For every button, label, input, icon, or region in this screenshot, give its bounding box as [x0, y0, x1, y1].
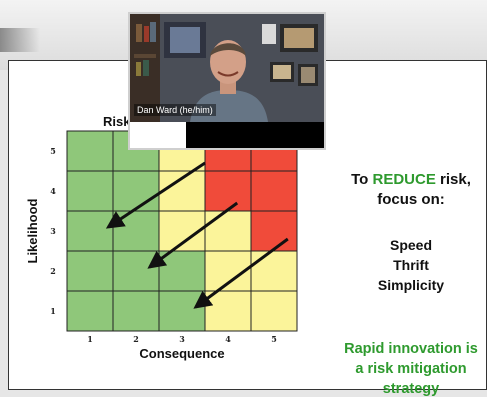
background-shadow: [0, 28, 40, 52]
matrix-cell: [66, 210, 114, 252]
matrix-cell: [112, 290, 160, 332]
matrix-cell: [204, 210, 252, 252]
y-tick-label: 5: [50, 146, 56, 156]
x-tick-label: 3: [179, 334, 185, 344]
conclusion-line-3: strategy: [382, 381, 440, 397]
reduce-word: REDUCE: [372, 171, 436, 188]
matrix-cell: [66, 250, 114, 292]
x-tick-label: 1: [87, 334, 93, 344]
focus-word-thrift: Thrift: [393, 257, 429, 273]
y-axis-label: Likelihood: [25, 198, 40, 263]
participant-name: Dan Ward (he/him): [134, 104, 216, 116]
x-tick-label: 4: [225, 334, 231, 344]
chart-title: Risk: [103, 114, 131, 129]
matrix-cell: [250, 250, 298, 292]
matrix-cell: [112, 170, 160, 212]
risk-reduction-arrow: [193, 237, 289, 309]
matrix-cell: [204, 170, 252, 212]
matrix-cell: [158, 290, 206, 332]
matrix-cell: [250, 210, 298, 252]
y-tick-label: 2: [50, 266, 56, 276]
x-tick-label: 2: [133, 334, 139, 344]
video-tile[interactable]: Dan Ward (he/him): [128, 12, 326, 150]
x-tick-label: 5: [271, 334, 277, 344]
x-axis-label: Consequence: [139, 346, 224, 361]
matrix-cell: [66, 290, 114, 332]
matrix-cell: [66, 170, 114, 212]
conclusion-line-2: a risk mitigation: [355, 361, 467, 377]
reduce-risk-line: To REDUCE risk,: [327, 171, 487, 188]
reduce-prefix: To: [351, 171, 373, 188]
risk-reduction-arrow: [105, 161, 206, 229]
matrix-cell: [250, 170, 298, 212]
focus-on-line: focus on:: [377, 191, 445, 208]
matrix-cell: [204, 290, 252, 332]
focus-word-speed: Speed: [389, 237, 432, 253]
y-tick-label: 3: [50, 226, 56, 236]
y-tick-label: 4: [50, 186, 56, 196]
y-tick-label: 1: [50, 306, 56, 316]
focus-word-simplicity: Simplicity: [377, 277, 445, 293]
video-feed: [130, 14, 324, 148]
reduce-suffix: risk,: [435, 171, 471, 188]
matrix-cell: [66, 130, 114, 172]
matrix-cell: [250, 290, 298, 332]
risk-reduction-arrow: [147, 201, 239, 269]
matrix-cell: [112, 210, 160, 252]
matrix-cell: [112, 250, 160, 292]
conclusion-line-1: Rapid innovation is: [344, 341, 478, 357]
